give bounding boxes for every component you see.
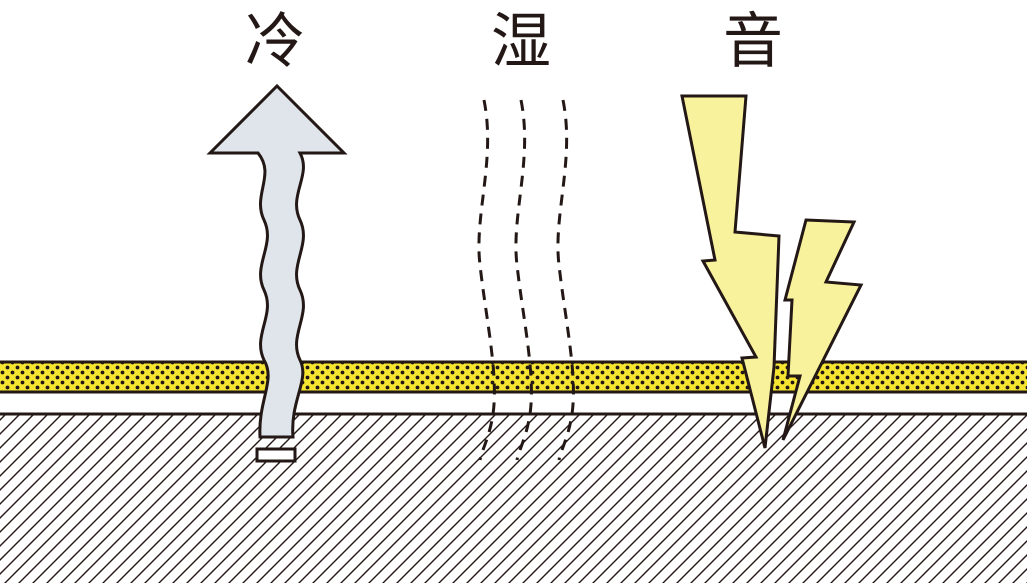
sound-lightning-icon bbox=[680, 94, 864, 449]
humidity-steam-icon bbox=[477, 99, 575, 461]
cold-arrow-icon bbox=[206, 83, 348, 463]
insulation-layer bbox=[0, 360, 1027, 394]
cold-label: 冷 bbox=[245, 7, 305, 77]
humidity-label: 湿 bbox=[491, 7, 551, 77]
substrate-hatch bbox=[0, 414, 1027, 583]
sound-label: 音 bbox=[723, 7, 783, 77]
